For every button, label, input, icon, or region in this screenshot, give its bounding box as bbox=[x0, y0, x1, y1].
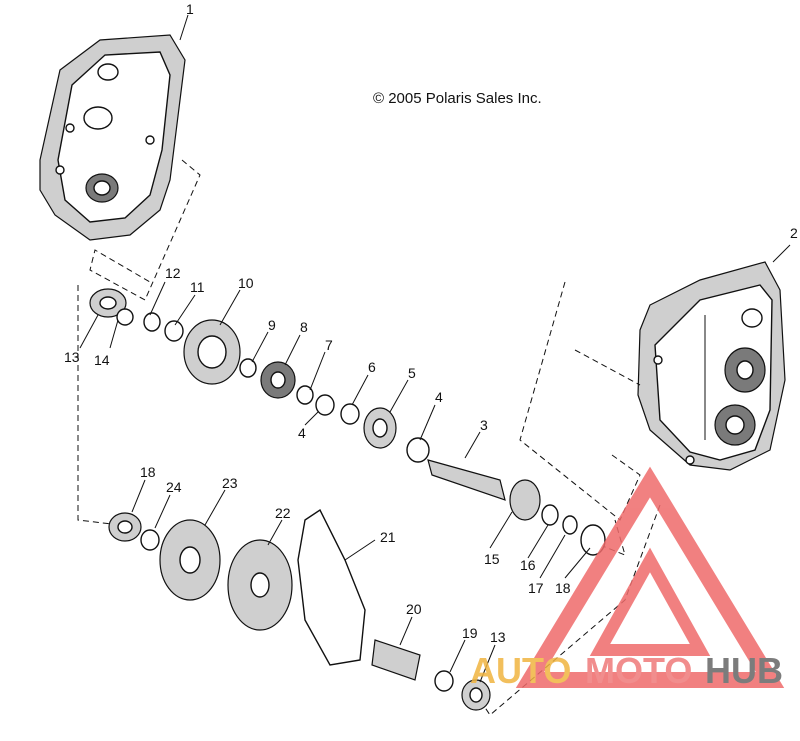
callout-19: 19 bbox=[462, 625, 478, 641]
callout-8: 8 bbox=[300, 319, 308, 335]
callout-6: 6 bbox=[368, 359, 376, 375]
watermark-logo: AUTO MOTO HUB bbox=[470, 466, 785, 691]
callout-4a: 4 bbox=[435, 389, 443, 405]
callout-15: 15 bbox=[484, 551, 500, 567]
callout-10: 10 bbox=[238, 275, 254, 291]
callout-14: 14 bbox=[94, 352, 110, 368]
callout-9: 9 bbox=[268, 317, 276, 333]
callout-18a: 18 bbox=[555, 580, 571, 596]
leader-lines bbox=[79, 281, 591, 683]
callout-13b: 13 bbox=[490, 629, 506, 645]
parts-row-upper bbox=[89, 288, 606, 556]
callout-21: 21 bbox=[380, 529, 396, 545]
callout-3: 3 bbox=[480, 417, 488, 433]
callout-23: 23 bbox=[222, 475, 238, 491]
callout-11: 11 bbox=[190, 279, 205, 295]
callout-17: 17 bbox=[528, 580, 544, 596]
callout-22: 22 bbox=[275, 505, 291, 521]
callout-5: 5 bbox=[408, 365, 416, 381]
callout-13a: 13 bbox=[64, 349, 80, 365]
case-half-left bbox=[39, 34, 186, 241]
callout-18b: 18 bbox=[140, 464, 156, 480]
callout-1: 1 bbox=[186, 1, 194, 17]
callout-4b: 4 bbox=[298, 425, 306, 441]
callout-12: 12 bbox=[165, 265, 181, 281]
callout-24: 24 bbox=[166, 479, 182, 495]
callout-labels: 1 2 3 4 4 5 6 7 8 9 10 11 12 13 14 15 16… bbox=[64, 1, 798, 645]
callout-16: 16 bbox=[520, 557, 536, 573]
watermark-hub: HUB bbox=[705, 650, 783, 691]
parts-row-lower bbox=[108, 508, 491, 711]
watermark-triangle bbox=[515, 466, 785, 688]
callout-20: 20 bbox=[406, 601, 422, 617]
copyright-notice: © 2005 Polaris Sales Inc. bbox=[373, 90, 542, 107]
case-half-right bbox=[637, 261, 786, 471]
watermark-moto: MOTO bbox=[585, 650, 692, 691]
callout-2: 2 bbox=[790, 225, 798, 241]
callout-7: 7 bbox=[325, 337, 333, 353]
watermark-auto: AUTO bbox=[470, 650, 571, 691]
